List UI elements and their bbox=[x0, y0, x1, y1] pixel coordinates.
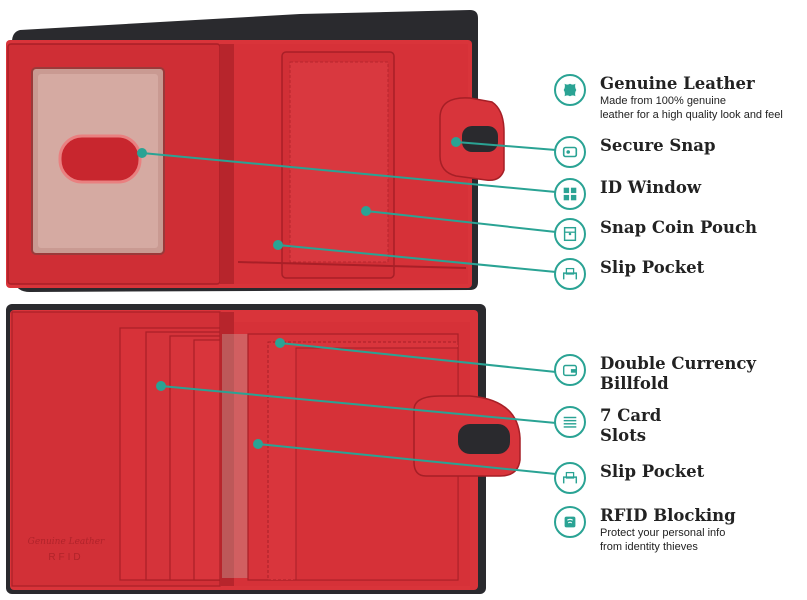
slip-pocket-icon bbox=[554, 258, 586, 290]
emboss-rfid-text: RFID bbox=[48, 552, 83, 563]
feature-7-card-slots: 7 Card Slots bbox=[554, 406, 661, 446]
feature-title: Slip Pocket bbox=[600, 258, 705, 277]
emboss-logo-text: Genuine Leather bbox=[28, 537, 105, 547]
feature-title: RFID Blocking bbox=[600, 506, 736, 525]
feature-title: Secure Snap bbox=[600, 136, 716, 155]
feature-double-currency-billfold: Double Currency Billfold bbox=[554, 354, 756, 394]
feature-id-window: ID Window bbox=[554, 178, 701, 210]
grid-window-icon bbox=[554, 178, 586, 210]
feature-desc-line2: from identity thieves bbox=[600, 541, 698, 553]
feature-title-line1: 7 Card bbox=[600, 406, 662, 425]
feature-desc-line1: Made from 100% genuine bbox=[600, 95, 726, 107]
feature-slip-pocket-bottom: Slip Pocket bbox=[554, 462, 704, 494]
snap-slot bbox=[462, 126, 498, 152]
feature-desc-line2: leather for a high quality look and feel bbox=[600, 109, 783, 121]
feature-slip-pocket: Slip Pocket bbox=[554, 258, 704, 290]
id-window-thumb-cutout bbox=[58, 134, 142, 184]
wallet-icon bbox=[554, 354, 586, 386]
bottom-wallet: Genuine Leather RFID bbox=[6, 304, 521, 594]
feature-title: Slip Pocket bbox=[600, 462, 705, 481]
rfid-icon bbox=[554, 506, 586, 538]
slip-pocket-icon bbox=[554, 462, 586, 494]
feature-desc-line1: Protect your personal info bbox=[600, 527, 726, 539]
feature-title: Genuine Leather bbox=[600, 74, 755, 93]
feature-rfid-blocking: RFID Blocking Protect your personal info… bbox=[554, 506, 736, 554]
feature-title: Snap Coin Pouch bbox=[600, 218, 758, 237]
top-wallet bbox=[6, 10, 505, 292]
feature-title: ID Window bbox=[600, 178, 702, 197]
feature-title-line2: Slots bbox=[600, 426, 647, 445]
feature-secure-snap: Secure Snap bbox=[554, 136, 716, 168]
card-stack-icon bbox=[554, 406, 586, 438]
leather-hide-icon bbox=[554, 74, 586, 106]
feature-title-line1: Double Currency bbox=[600, 354, 757, 373]
callout-lines bbox=[137, 137, 557, 475]
feature-title-line2: Billfold bbox=[600, 374, 669, 393]
feature-snap-coin-pouch: Snap Coin Pouch bbox=[554, 218, 757, 250]
coin-pouch-icon bbox=[554, 218, 586, 250]
snap-icon bbox=[554, 136, 586, 168]
feature-genuine-leather: Genuine Leather Made from 100% genuine l… bbox=[554, 74, 783, 122]
